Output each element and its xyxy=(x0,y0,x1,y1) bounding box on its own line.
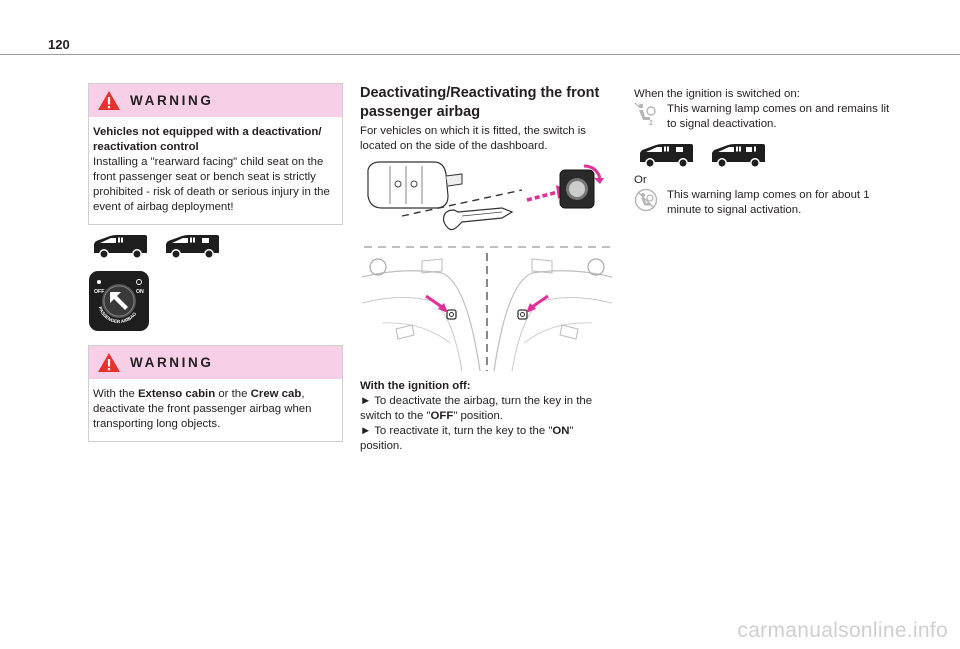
intro-paragraph: For vehicles on which it is fitted, the … xyxy=(360,125,586,152)
warning-body: Vehicles not equipped with a deactivatio… xyxy=(89,117,342,224)
airbag-on-lamp-icon xyxy=(634,188,658,212)
vehicle-icons-right xyxy=(636,142,766,168)
van-icon xyxy=(162,233,220,259)
lamp-activation-text: This warning lamp comes on for about 1 m… xyxy=(667,189,870,216)
warning-text: Installing a "rearward facing" child sea… xyxy=(93,156,330,213)
watermark: carmanualsonline.info xyxy=(737,619,948,642)
lamp-activation-row: This warning lamp comes on for about 1 m… xyxy=(634,188,897,218)
warning-text: With the xyxy=(93,388,138,400)
deactivate-step: ► To deactivate the airbag, turn the key… xyxy=(360,394,610,424)
warning-header: WARNING xyxy=(89,84,342,117)
warning-text: , deactivate the front passenger airbag … xyxy=(93,388,312,430)
on-position-label: ON xyxy=(552,425,570,437)
van-icon xyxy=(636,142,694,168)
dashboard-illustration xyxy=(361,243,613,376)
step-text: ► To deactivate the airbag, turn the key… xyxy=(360,395,593,422)
airbag-off-lamp-icon: 2 xyxy=(634,102,656,126)
warning-subtitle: Vehicles not equipped with a deactivatio… xyxy=(93,126,322,153)
switch-on-label: ON xyxy=(136,289,144,295)
van-icon xyxy=(708,142,766,168)
passenger-airbag-switch-icon: OFF ON PASSENGER AIRBAG xyxy=(88,270,150,332)
ignition-on-label: When the ignition is switched on: xyxy=(634,88,800,100)
svg-text:2: 2 xyxy=(649,120,653,126)
crew-cab-label: Crew cab xyxy=(250,388,302,400)
step-text: " position. xyxy=(360,425,574,452)
switch-off-label: OFF xyxy=(94,289,104,295)
vehicle-icons-left xyxy=(90,233,220,259)
reactivate-step: ► To reactivate it, turn the key to the … xyxy=(360,424,610,454)
off-position-label: OFF xyxy=(430,410,454,422)
warning-title: WARNING xyxy=(130,93,214,108)
or-label: Or xyxy=(634,174,647,186)
warning-triangle-icon xyxy=(98,353,120,372)
warning-body: With the Extenso cabin or the Crew cab, … xyxy=(89,379,342,441)
warning-box-long-objects: WARNING With the Extenso cabin or the Cr… xyxy=(88,345,343,442)
key-switch-illustration xyxy=(362,156,612,249)
extenso-cabin-label: Extenso cabin xyxy=(137,388,216,400)
step-text: " position. xyxy=(453,410,503,422)
warning-title: WARNING xyxy=(130,355,214,370)
section-heading: Deactivating/Reactivating the front pass… xyxy=(360,85,600,120)
warning-triangle-icon xyxy=(98,91,120,110)
page-number: 120 xyxy=(48,37,70,52)
lamp-deactivation-row: 2 This warning lamp comes on and remains… xyxy=(634,102,897,132)
warning-header: WARNING xyxy=(89,346,342,379)
warning-box-child-seat: WARNING Vehicles not equipped with a dea… xyxy=(88,83,343,225)
top-rule xyxy=(0,54,960,55)
instructions-paragraph: With the ignition off: ► To deactivate t… xyxy=(360,379,610,454)
ignition-off-label: With the ignition off: xyxy=(360,380,471,392)
step-text: ► To reactivate it, turn the key to the … xyxy=(360,425,553,437)
van-icon xyxy=(90,233,148,259)
warning-text: or the xyxy=(215,388,251,400)
lamp-deactivation-text: This warning lamp comes on and remains l… xyxy=(667,103,890,130)
